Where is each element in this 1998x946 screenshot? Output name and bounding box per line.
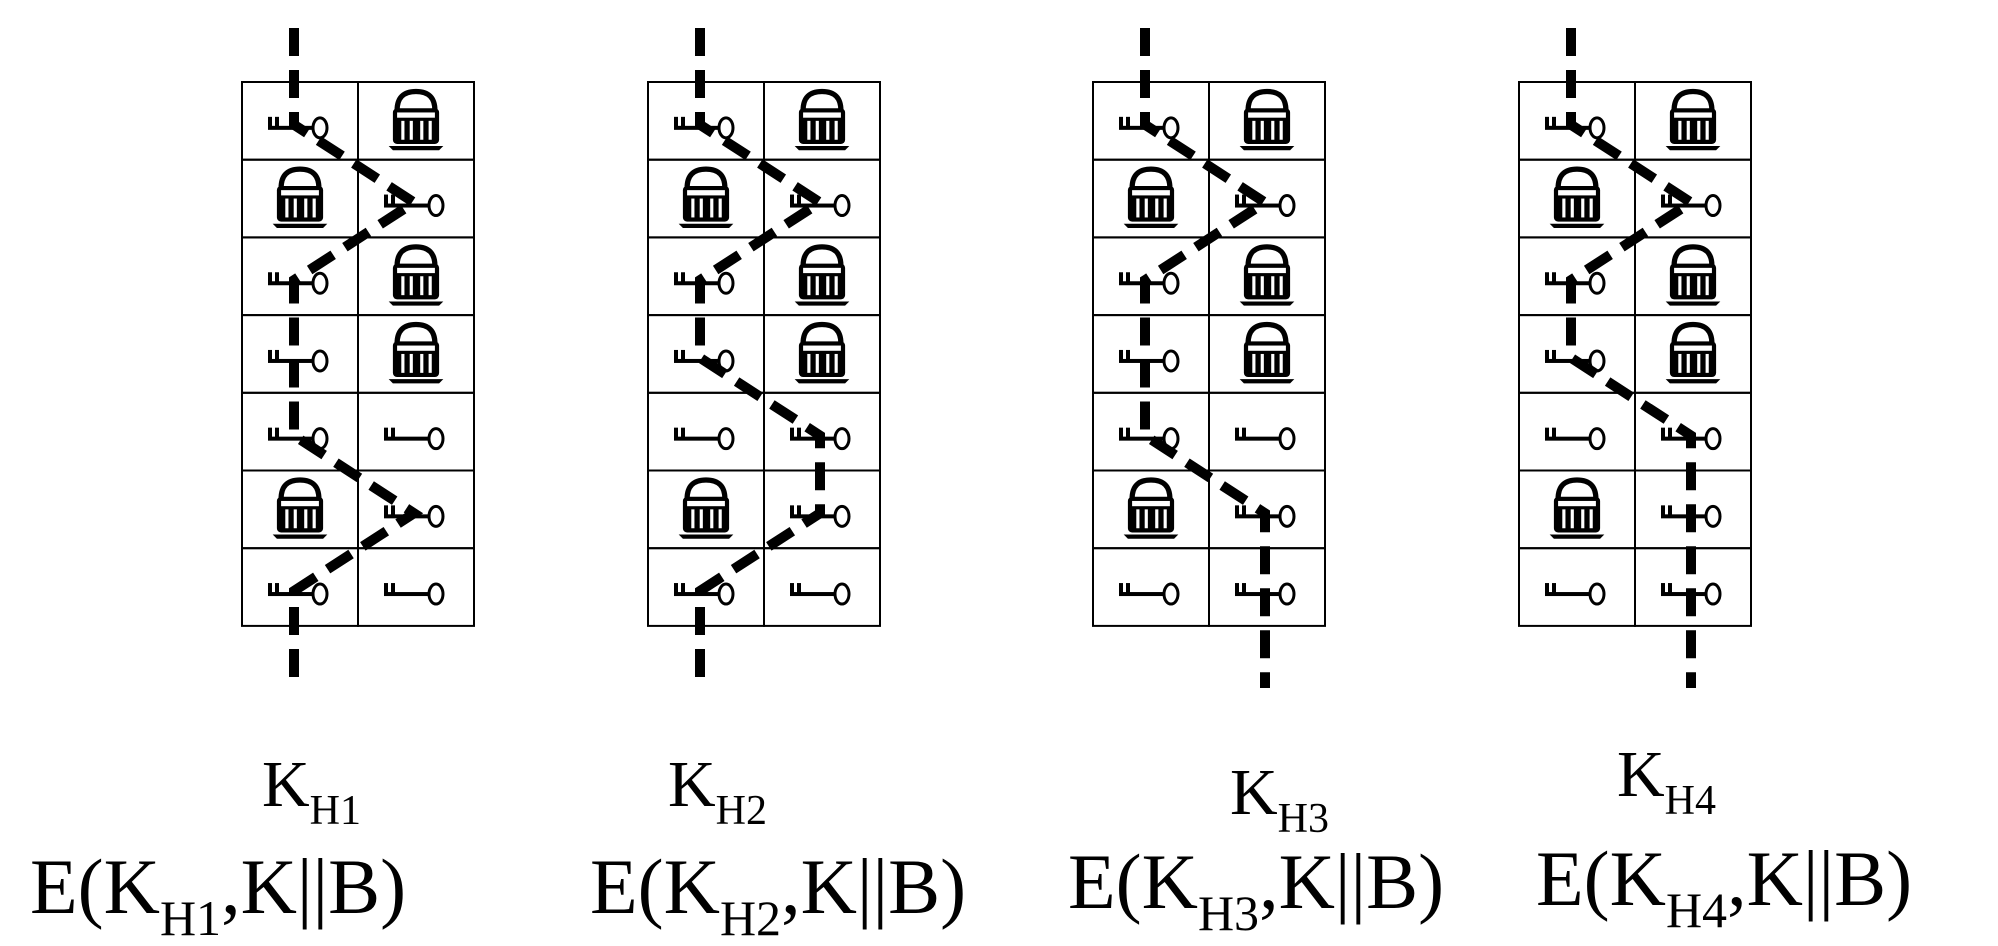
key-icon <box>672 426 735 451</box>
padlock-icon <box>389 91 444 150</box>
grid-cell <box>647 81 765 161</box>
padlock-icon <box>1240 325 1295 384</box>
grid-cell <box>763 547 881 627</box>
padlock-icon <box>1550 169 1605 228</box>
padlock-icon <box>1666 325 1721 384</box>
padlock-icon <box>1550 480 1605 539</box>
grid-cell <box>1518 236 1636 317</box>
key-icon <box>382 581 445 606</box>
padlock-icon <box>679 169 734 228</box>
grid-cell <box>241 391 359 472</box>
padlock-icon <box>1124 480 1179 539</box>
key-icon <box>788 581 851 606</box>
grid-cell <box>1092 547 1210 627</box>
key-selection-path <box>289 28 424 688</box>
grid-cell <box>1634 158 1752 239</box>
key-selection-path <box>695 28 830 688</box>
key-selection-path <box>1140 28 1275 688</box>
grid-cell <box>241 236 359 317</box>
padlock-icon <box>795 91 850 150</box>
grid-cell <box>357 391 475 472</box>
grid-cell <box>1092 81 1210 161</box>
grid-h4 <box>1518 81 1752 627</box>
padlock-icon <box>389 325 444 384</box>
key-label-h2: KH2 <box>668 748 768 834</box>
grid-cell <box>357 547 475 627</box>
grid-cell <box>647 236 765 317</box>
grid-h3 <box>1092 81 1326 627</box>
key-icon <box>1117 581 1180 606</box>
padlock-icon <box>679 480 734 539</box>
encryption-label-h4: E(KH4,K||B) <box>1536 835 1913 938</box>
padlock-icon <box>1240 91 1295 150</box>
grid-cell <box>1518 314 1636 394</box>
padlock-icon <box>273 169 328 228</box>
grid-cell <box>241 314 359 394</box>
grid-cell <box>763 158 881 239</box>
encryption-label-h3: E(KH3,K||B) <box>1068 838 1445 941</box>
encryption-label-h2: E(KH2,K||B) <box>590 843 967 946</box>
key-icon <box>382 426 445 451</box>
padlock-icon <box>389 247 444 306</box>
padlock-icon <box>1666 247 1721 306</box>
key-selection-path <box>1566 28 1701 688</box>
grid-cell <box>1092 236 1210 317</box>
key-label-h1: KH1 <box>262 748 362 834</box>
padlock-icon <box>1666 91 1721 150</box>
key-icon <box>1543 581 1606 606</box>
grid-cell <box>1518 547 1636 627</box>
grid-cell <box>1208 158 1326 239</box>
grid-cell <box>357 158 475 239</box>
key-icon <box>1543 426 1606 451</box>
padlock-icon <box>273 480 328 539</box>
grid-h2 <box>647 81 881 627</box>
padlock-icon <box>795 325 850 384</box>
grid-cell <box>647 314 765 394</box>
padlock-icon <box>795 247 850 306</box>
grid-cell <box>1208 391 1326 472</box>
padlock-icon <box>1240 247 1295 306</box>
padlock-icon <box>1124 169 1179 228</box>
grid-h1 <box>241 81 475 627</box>
key-icon <box>1233 426 1296 451</box>
grid-cell <box>1092 314 1210 394</box>
key-label-h3: KH3 <box>1230 756 1330 842</box>
grid-cell <box>1092 391 1210 472</box>
key-label-h4: KH4 <box>1617 738 1717 824</box>
encryption-label-h1: E(KH1,K||B) <box>30 843 407 946</box>
grid-cell <box>1518 81 1636 161</box>
grid-cell <box>1518 391 1636 472</box>
grid-cell <box>647 391 765 472</box>
key-path-diagram <box>241 28 1752 688</box>
grid-cell <box>241 81 359 161</box>
